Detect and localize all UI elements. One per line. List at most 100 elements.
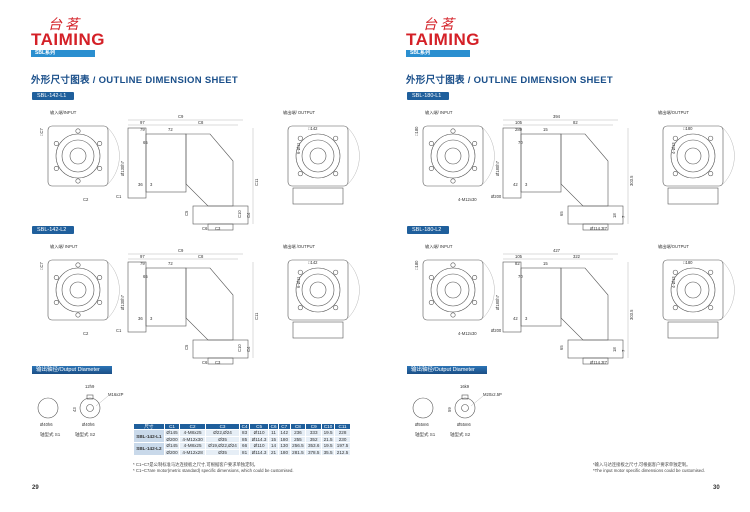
page-title: 外形尺寸图表 / OUTLINE DIMENSION SHEET bbox=[406, 75, 613, 86]
bolt-hole bbox=[708, 135, 714, 141]
table-cell: 19.5 bbox=[321, 442, 336, 450]
dimension-arc bbox=[347, 127, 360, 185]
bolt-hole bbox=[53, 299, 59, 305]
bolt-hole bbox=[672, 305, 678, 311]
bore-circle bbox=[444, 281, 462, 299]
dimension-label: C10 bbox=[237, 344, 242, 352]
bore-circle bbox=[684, 281, 702, 299]
dimension-label: 303.5 bbox=[629, 175, 634, 186]
dimension-label: 3 bbox=[525, 316, 528, 321]
bolt-hole bbox=[450, 178, 456, 184]
bore-circle bbox=[676, 139, 710, 173]
dimension-label: 12h9 bbox=[85, 384, 95, 389]
bolt-hole bbox=[428, 299, 434, 305]
bolt-hole bbox=[472, 274, 478, 280]
table-cell: 81 bbox=[239, 448, 250, 457]
table-header: C5 bbox=[248, 422, 270, 431]
dimension-label: 303.5 bbox=[629, 309, 634, 320]
dimension-label: C8 bbox=[198, 254, 204, 259]
model-cell: SBL-142-L2 bbox=[133, 442, 165, 457]
keyway bbox=[461, 394, 469, 400]
bolt-hole bbox=[472, 140, 478, 146]
bolt-hole bbox=[450, 262, 456, 268]
table-header: C6 bbox=[268, 422, 279, 431]
bolt-hole bbox=[75, 262, 81, 268]
table-header: 尺寸 bbox=[133, 422, 165, 431]
bolt-hole bbox=[472, 165, 478, 171]
dimension-label: 4-Ø13 bbox=[671, 276, 676, 288]
bolt-hole bbox=[672, 135, 678, 141]
table-cell: 230 bbox=[334, 435, 351, 444]
dimension-arc bbox=[722, 127, 735, 185]
dimension-label: 输出端/OUTPUT bbox=[658, 109, 689, 116]
gear-housing bbox=[560, 133, 609, 207]
model-tag: SBL-180-L2 bbox=[407, 226, 449, 234]
table-cell: Ø145 bbox=[163, 429, 181, 437]
dimension-label: 4-M12x30 bbox=[458, 331, 477, 336]
table-cell: 4-M12x28 bbox=[179, 448, 206, 457]
dimension-label: 42 bbox=[513, 182, 518, 187]
dimension-label: 3 bbox=[150, 182, 153, 187]
dimension-label: C4 bbox=[246, 212, 251, 218]
bore-circle bbox=[55, 133, 101, 179]
table-cell: Ø200 bbox=[163, 435, 181, 444]
table-cell: Ø200 bbox=[163, 448, 181, 457]
bore-circle bbox=[670, 267, 716, 313]
dimension-label: 15 bbox=[543, 261, 548, 266]
dimension-label: 79 bbox=[140, 127, 145, 132]
dimension-label: 输入端/ INPUT bbox=[425, 243, 453, 250]
dimension-label: □180 bbox=[683, 260, 693, 265]
dimension-label: C2 bbox=[83, 197, 89, 202]
dimension-label: 输出端/OUTPUT bbox=[658, 243, 689, 250]
bolt-hole bbox=[53, 274, 59, 280]
bolt-hole bbox=[708, 171, 714, 177]
dimension-label: □C7 bbox=[39, 127, 44, 136]
dimension-label: 322 bbox=[573, 254, 581, 259]
dimension-label: 输出端/ OUTPUT bbox=[283, 109, 316, 116]
dimension-label: 4-Ø13 bbox=[671, 142, 676, 154]
table-cell: 4-M8x25 bbox=[179, 442, 206, 450]
bore-circle bbox=[295, 267, 341, 313]
output-shaft bbox=[207, 223, 234, 231]
table-cell: 281.5 bbox=[289, 448, 307, 457]
keyway bbox=[86, 394, 94, 400]
right-page: 台茗 TAIMING SBL系列 外形尺寸图表 / OUTLINE DIMENS… bbox=[375, 0, 750, 512]
dimension-label: 105 bbox=[515, 120, 523, 125]
bore-circle bbox=[430, 267, 476, 313]
bore-circle bbox=[436, 139, 470, 173]
table-cell: Ø35 bbox=[204, 448, 241, 457]
model-tag: SBL-142-L2 bbox=[32, 226, 74, 234]
dimension-label: 3 bbox=[150, 316, 153, 321]
dimension-label: Ø40h6 bbox=[82, 422, 95, 427]
bolt-hole bbox=[97, 274, 103, 280]
dimension-label: C9 bbox=[178, 248, 184, 253]
dimension-label: C9 bbox=[178, 114, 184, 119]
table-cell: 4-M8x25 bbox=[179, 429, 206, 437]
model-cell: SBL-142-L1 bbox=[133, 429, 165, 444]
footnote-en: *The input motor specific dimensions cou… bbox=[593, 468, 705, 473]
series-bar: SBL系列 bbox=[406, 50, 470, 57]
dimension-arc bbox=[107, 127, 120, 185]
bolt-hole bbox=[97, 165, 103, 171]
footnote-cn: * C1~C7是公制标准马达连接板之尺寸,可根据客户要求单独定制。 bbox=[133, 462, 258, 467]
dimension-label: Ø180h7 bbox=[495, 294, 500, 310]
table-cell: 256.5 bbox=[289, 442, 307, 450]
dimension-arc bbox=[482, 261, 495, 319]
page-number: 30 bbox=[713, 485, 720, 491]
dimension-label: Ø55m6 bbox=[457, 422, 471, 427]
dimension-label: 6-Ø11 bbox=[296, 276, 301, 288]
dimension-label: Ø200 bbox=[491, 328, 502, 333]
dimension-label: C3 bbox=[215, 226, 221, 231]
dimension-label: 6-Ø11 bbox=[296, 142, 301, 154]
table-cell: 197.5 bbox=[334, 442, 351, 450]
dimension-label: C6 bbox=[202, 360, 208, 365]
dimension-label: 7 bbox=[621, 215, 626, 218]
table-cell: 21.5 bbox=[321, 435, 336, 444]
bolt-hole bbox=[333, 171, 339, 177]
output-base bbox=[667, 321, 719, 339]
shaft-s2 bbox=[454, 397, 476, 419]
dimension-label: C2 bbox=[83, 331, 89, 336]
